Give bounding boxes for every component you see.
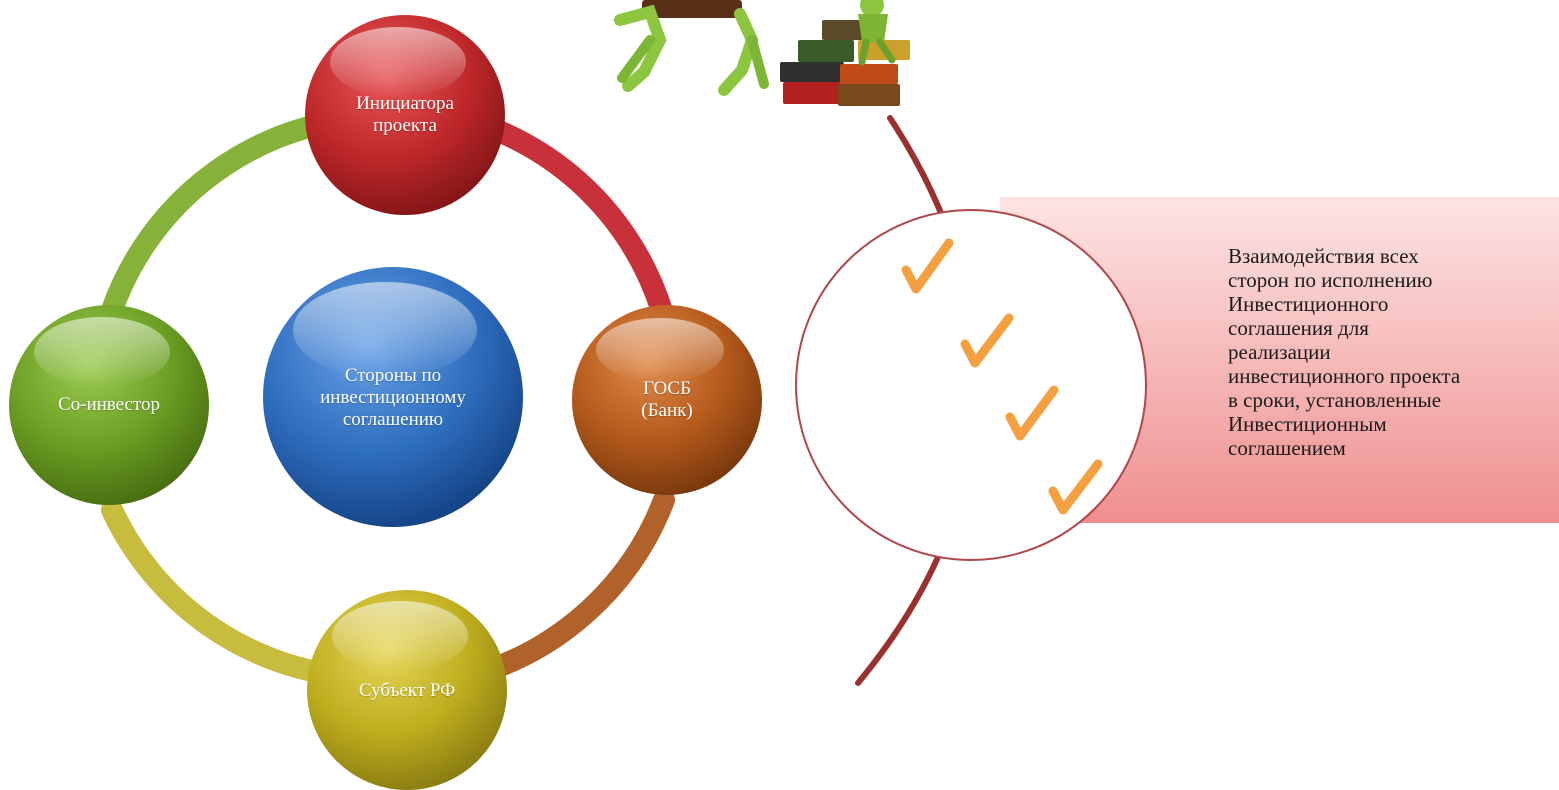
node-initiator [305,15,505,215]
ring [101,109,675,687]
check-icon [1048,459,1103,515]
check-icon [1005,385,1059,441]
callout-panel [1000,197,1559,523]
callout-text: Взаимодействия всех сторон по исполнению… [1228,244,1461,460]
check-icon [901,238,954,294]
ring-arc-region-coinvestor [101,499,353,687]
node-region [307,590,507,790]
node-coinvestor [9,305,209,505]
ring-arc-bank-region [459,489,675,687]
checklist-circle [795,209,1147,561]
ring-arc-initiator-bank [457,109,675,329]
node-bank [572,305,762,495]
check-icon [960,313,1014,368]
center-circle [263,267,523,527]
figures-carrying-books-icon [614,0,910,106]
checkmarks [901,238,1103,515]
ring-arc-coinvestor-initiator [101,109,353,321]
